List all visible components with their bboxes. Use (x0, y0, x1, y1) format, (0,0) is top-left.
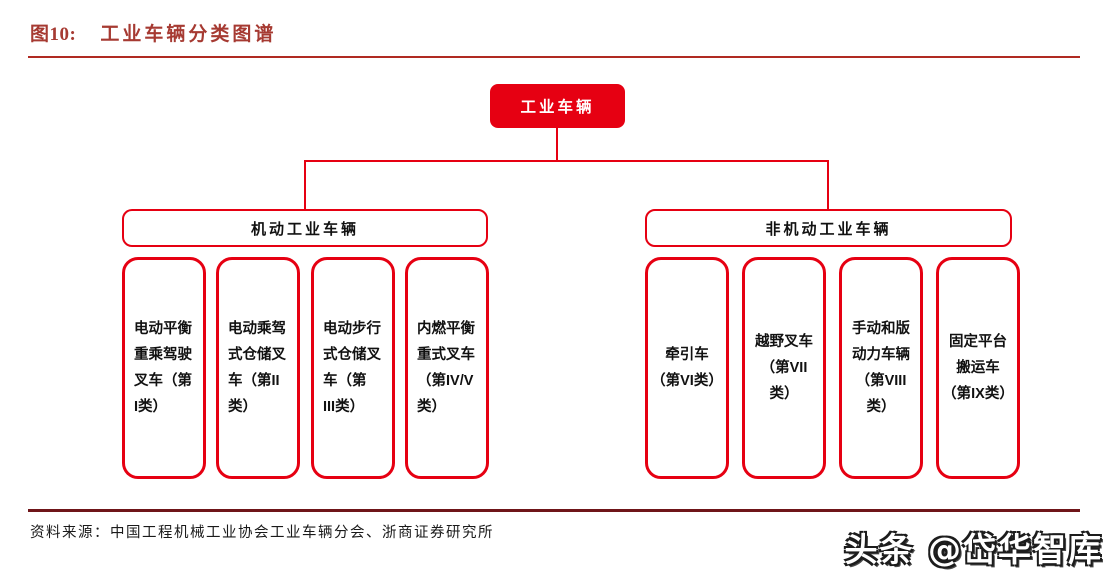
leaf-label: 电动乘驾 式仓储叉 车（第II 类） (228, 321, 286, 415)
root-node-industrial-vehicles: 工业车辆 (490, 84, 625, 128)
title-divider-line (28, 56, 1080, 58)
leaf-label: 电动步行 式仓储叉 车（第 III类） (323, 321, 381, 415)
leaf-class-4-5-ic-counterbalance: 内燃平衡 重式叉车 （第IV/V 类） (405, 257, 489, 479)
leaf-class-2-electric-rider-warehouse: 电动乘驾 式仓储叉 车（第II 类） (216, 257, 300, 479)
figure-title-text: 工业车辆分类图谱 (100, 24, 277, 45)
branch-motorized-label: 机动工业车辆 (250, 220, 359, 238)
leaf-class-9-fixed-platform-carrier: 固定平台 搬运车 （第IX类） (936, 257, 1020, 479)
leaf-label: 电动平衡 重乘驾驶 叉车（第 I类） (134, 321, 192, 415)
connector-horizontal (304, 160, 829, 162)
connector-root-vertical (556, 128, 558, 161)
leaf-label: 内燃平衡 重式叉车 （第IV/V 类） (417, 321, 475, 415)
leaf-label: 固定平台 搬运车 （第IX类） (942, 334, 1014, 402)
figure-number-label: 图10: (30, 24, 77, 45)
leaf-class-8-hand-powered-vehicles: 手动和版 动力车辆 （第VIII 类） (839, 257, 923, 479)
figure-caption: 图10: 工业车辆分类图谱 (30, 19, 276, 46)
toutiao-watermark: 头条 @岱华智库 (844, 530, 1103, 569)
leaf-class-7-rough-terrain-forklift: 越野叉车 （第VII 类） (742, 257, 826, 479)
branch-non-motorized-label: 非机动工业车辆 (765, 220, 892, 238)
footer-divider-line (28, 509, 1080, 512)
connector-right-vertical (827, 160, 829, 210)
leaf-class-3-electric-pedestrian-warehouse: 电动步行 式仓储叉 车（第 III类） (311, 257, 395, 479)
leaf-class-1-electric-counterbalance: 电动平衡 重乘驾驶 叉车（第 I类） (122, 257, 206, 479)
leaf-class-6-tow-tractor: 牵引车 （第VI类） (645, 257, 729, 479)
root-node-label: 工业车辆 (520, 99, 595, 116)
leaf-label: 手动和版 动力车辆 （第VIII 类） (852, 321, 910, 415)
branch-non-motorized-header: 非机动工业车辆 (645, 209, 1012, 247)
source-attribution: 资料来源：中国工程机械工业协会工业车辆分会、浙商证券研究所 (30, 525, 494, 541)
branch-motorized-header: 机动工业车辆 (122, 209, 488, 247)
connector-left-vertical (304, 160, 306, 210)
leaf-label: 牵引车 （第VI类） (651, 347, 723, 389)
leaf-label: 越野叉车 （第VII 类） (755, 334, 813, 402)
